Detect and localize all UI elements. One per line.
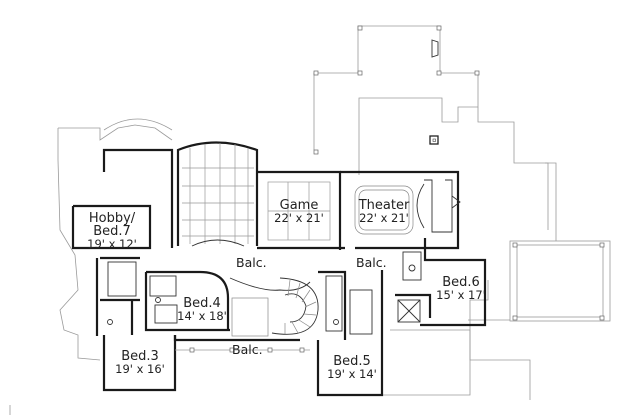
room-dimensions: 19' x 12' xyxy=(87,237,137,251)
room-name-line2: Bed.7 xyxy=(93,224,131,239)
room-name: Bed.4 xyxy=(183,296,221,311)
room-label-hobby: Hobby/ Bed.7 19' x 12' xyxy=(80,212,144,251)
room-label-theater: Theater 22' x 21' xyxy=(352,199,416,225)
room-dimensions: 22' x 21' xyxy=(359,211,409,225)
room-label-game: Game 22' x 21' xyxy=(268,199,330,225)
room-name: Bed.3 xyxy=(121,349,159,364)
balcony-label-bottom: Balc. xyxy=(232,342,263,357)
room-name: Bed.6 xyxy=(442,275,480,290)
balcony-railing xyxy=(175,347,310,353)
spiral-staircase xyxy=(229,277,319,337)
bath-fixtures xyxy=(107,251,422,335)
game-theater-details xyxy=(267,179,461,241)
room-dimensions: 22' x 21' xyxy=(274,211,324,225)
room-name: Theater xyxy=(358,198,410,213)
room-label-bed5: Bed.5 19' x 14' xyxy=(324,355,380,381)
exterior-walls xyxy=(71,141,487,397)
balcony-label-right: Balc. xyxy=(356,255,387,270)
room-name: Hobby/ xyxy=(88,211,136,226)
room-label-bed4: Bed.4 14' x 18' xyxy=(173,297,231,323)
coffered-ceiling-grid xyxy=(182,143,254,247)
balcony-label-center: Balc. xyxy=(236,255,267,270)
room-dimensions: 19' x 14' xyxy=(327,367,377,381)
room-dimensions: 15' x 17' xyxy=(436,288,486,302)
room-name: Game xyxy=(279,198,319,213)
room-label-bed3: Bed.3 19' x 16' xyxy=(112,350,168,376)
room-dimensions: 19' x 16' xyxy=(115,362,165,376)
room-label-bed6: Bed.6 15' x 17' xyxy=(433,276,489,302)
room-dimensions: 14' x 18' xyxy=(177,309,227,323)
lower-floor-outline xyxy=(9,25,611,415)
room-name: Bed.5 xyxy=(333,354,371,369)
